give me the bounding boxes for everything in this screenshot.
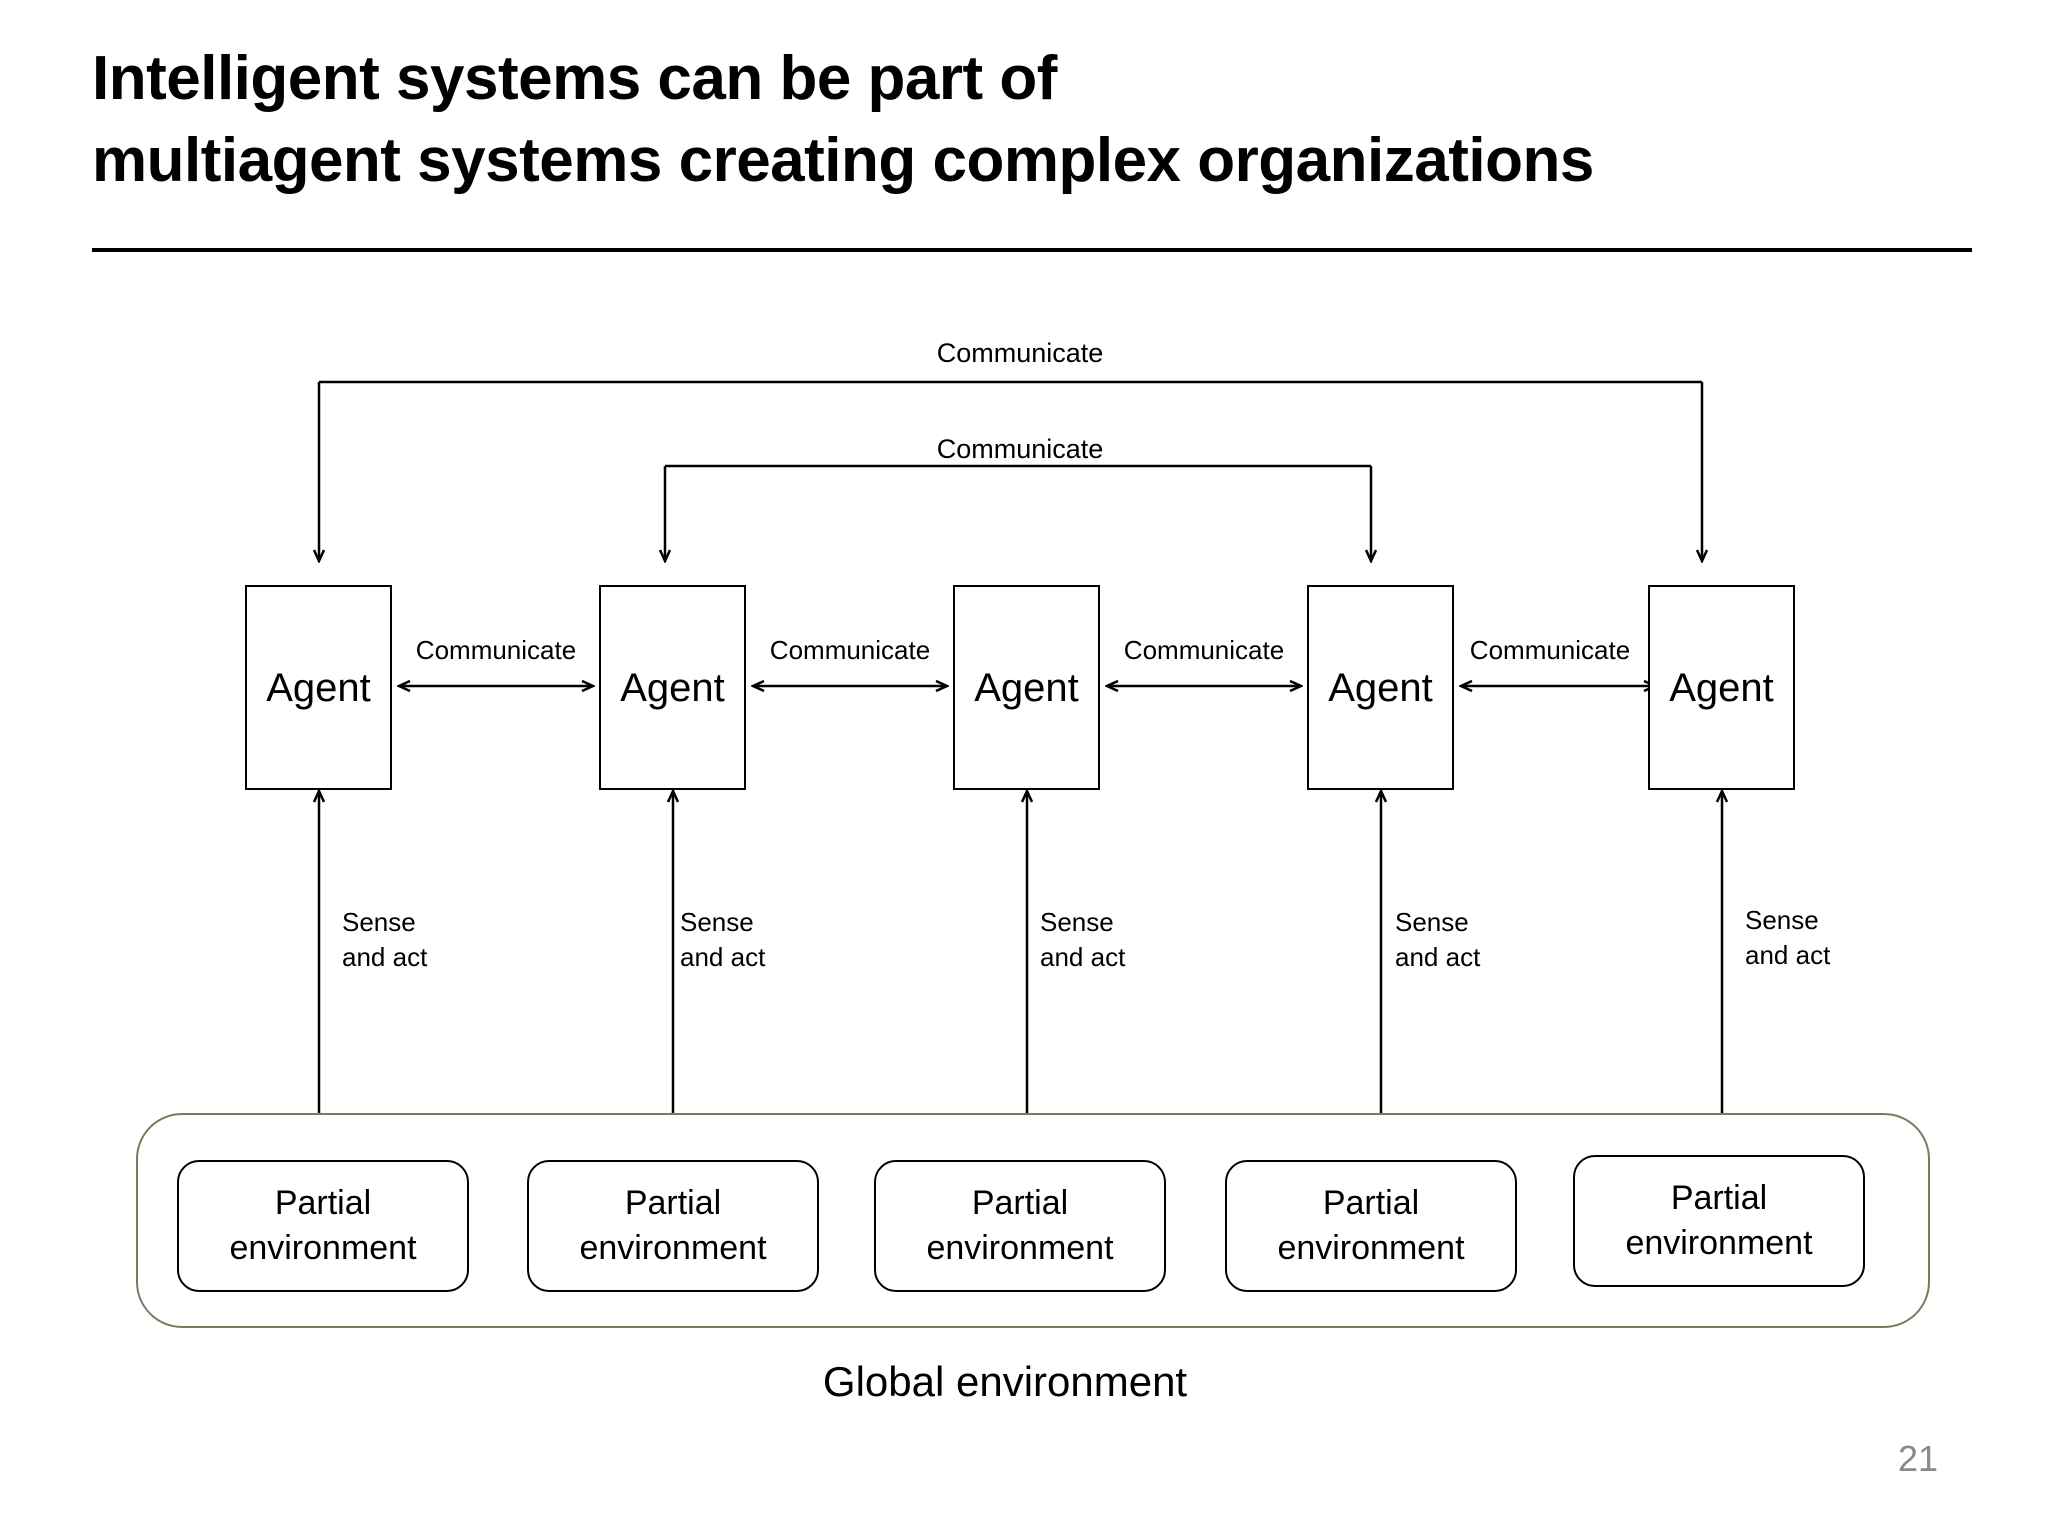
partial-environment-line-2-a: Partial <box>624 1184 722 1223</box>
sense-and-act-label-5: Sense and act <box>1745 903 1895 973</box>
partial-environment-line-5-a: Partial <box>1670 1179 1768 1218</box>
sense-and-act-label-4: Sense and act <box>1395 905 1545 975</box>
agent-label-3: Agent <box>974 665 1079 710</box>
partial-environment-box-3[interactable]: Partial environment <box>874 1160 1166 1292</box>
agent-communicate-label-1-2: Communicate <box>415 635 577 665</box>
agent-communicate-label-4-5: Communicate <box>1469 635 1631 665</box>
partial-environment-line-5-b: environment <box>1625 1224 1813 1262</box>
sense-and-act-arrows <box>319 792 1722 1150</box>
agent-communicate-label-3-4: Communicate <box>1123 635 1285 665</box>
bracket-communicate-label-inner: Communicate <box>936 434 1104 464</box>
partial-environment-box-4[interactable]: Partial environment <box>1225 1160 1517 1292</box>
page-title: Intelligent systems can be part of multi… <box>92 38 1972 202</box>
page-number: 21 <box>1897 1438 1938 1479</box>
agent-label-4: Agent <box>1328 665 1433 710</box>
sense-and-act-label-2: Sense and act <box>680 905 830 975</box>
agent-label-2: Agent <box>620 665 725 710</box>
partial-environment-line-3-b: environment <box>926 1229 1114 1267</box>
sense-and-act-line-3-b: and act <box>1040 942 1126 973</box>
sense-and-act-line-4-b: and act <box>1395 942 1481 973</box>
partial-environment-box-5[interactable]: Partial environment <box>1573 1155 1865 1287</box>
sense-and-act-line-5-a: Sense <box>1745 905 1819 935</box>
agent-label-1: Agent <box>266 665 371 710</box>
partial-environment-line-4-b: environment <box>1277 1229 1465 1267</box>
partial-environment-box-1[interactable]: Partial environment <box>177 1160 469 1292</box>
agent-box-1[interactable]: Agent <box>245 585 392 790</box>
partial-environment-line-2-b: environment <box>579 1229 767 1267</box>
sense-and-act-line-3-a: Sense <box>1040 907 1114 937</box>
page-title-line-2: multiagent systems creating complex orga… <box>92 125 1594 195</box>
title-divider-rule <box>92 248 1972 252</box>
agent-box-3[interactable]: Agent <box>953 585 1100 790</box>
partial-environment-line-4-a: Partial <box>1322 1184 1420 1223</box>
sense-and-act-line-5-b: and act <box>1745 940 1831 971</box>
sense-and-act-label-1: Sense and act <box>342 905 492 975</box>
sense-and-act-line-1-a: Sense <box>342 907 416 937</box>
partial-environment-box-2[interactable]: Partial environment <box>527 1160 819 1292</box>
page-title-line-1: Intelligent systems can be part of <box>92 44 1057 113</box>
partial-environment-line-1-a: Partial <box>274 1184 372 1223</box>
sense-and-act-line-4-a: Sense <box>1395 907 1469 937</box>
global-environment-label: Global environment <box>822 1358 1188 1405</box>
sense-and-act-line-2-b: and act <box>680 942 766 973</box>
partial-environment-line-1-b: environment <box>229 1229 417 1267</box>
sense-and-act-line-2-a: Sense <box>680 907 754 937</box>
agent-label-5: Agent <box>1669 665 1774 710</box>
bracket-communicate-inner <box>665 464 1371 560</box>
agent-box-5[interactable]: Agent <box>1648 585 1795 790</box>
agent-communicate-label-2-3: Communicate <box>769 635 931 665</box>
sense-and-act-line-1-b: and act <box>342 942 428 973</box>
sense-and-act-label-3: Sense and act <box>1040 905 1190 975</box>
bracket-communicate-label-outer: Communicate <box>936 338 1104 368</box>
partial-environment-line-3-a: Partial <box>971 1184 1069 1223</box>
agent-box-2[interactable]: Agent <box>599 585 746 790</box>
agent-box-4[interactable]: Agent <box>1307 585 1454 790</box>
bracket-communicate-outer <box>319 380 1702 560</box>
